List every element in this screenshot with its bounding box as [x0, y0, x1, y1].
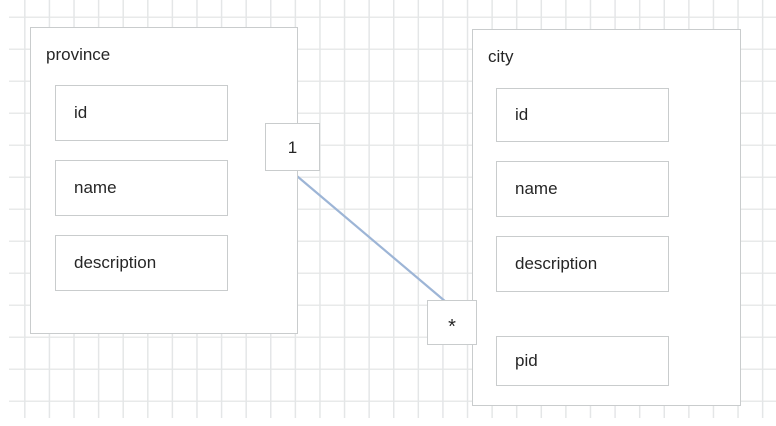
field-province-name-label: name	[74, 178, 117, 197]
field-city-description[interactable]	[496, 236, 669, 292]
paper-edge-bottom	[0, 418, 776, 426]
field-city-pid-label: pid	[515, 351, 538, 370]
entity-city-title: city	[488, 47, 514, 66]
field-province-name[interactable]	[55, 160, 228, 216]
field-province-description[interactable]	[55, 235, 228, 291]
paper-edge-left	[0, 0, 9, 426]
field-city-id-label: id	[515, 105, 529, 124]
field-city-description-label: description	[515, 254, 598, 273]
field-province-id-label: id	[74, 103, 88, 122]
field-city-id[interactable]	[496, 88, 669, 142]
field-city-name-label: name	[515, 179, 558, 198]
cardinality-source-one[interactable]: 1	[265, 123, 320, 171]
field-city-pid[interactable]	[496, 336, 669, 386]
field-city-name[interactable]	[496, 161, 669, 217]
field-province-id[interactable]	[55, 85, 228, 141]
cardinality-target-many[interactable]: *	[427, 300, 477, 345]
field-province-description-label: description	[74, 253, 157, 272]
entity-province-title: province	[46, 45, 111, 64]
